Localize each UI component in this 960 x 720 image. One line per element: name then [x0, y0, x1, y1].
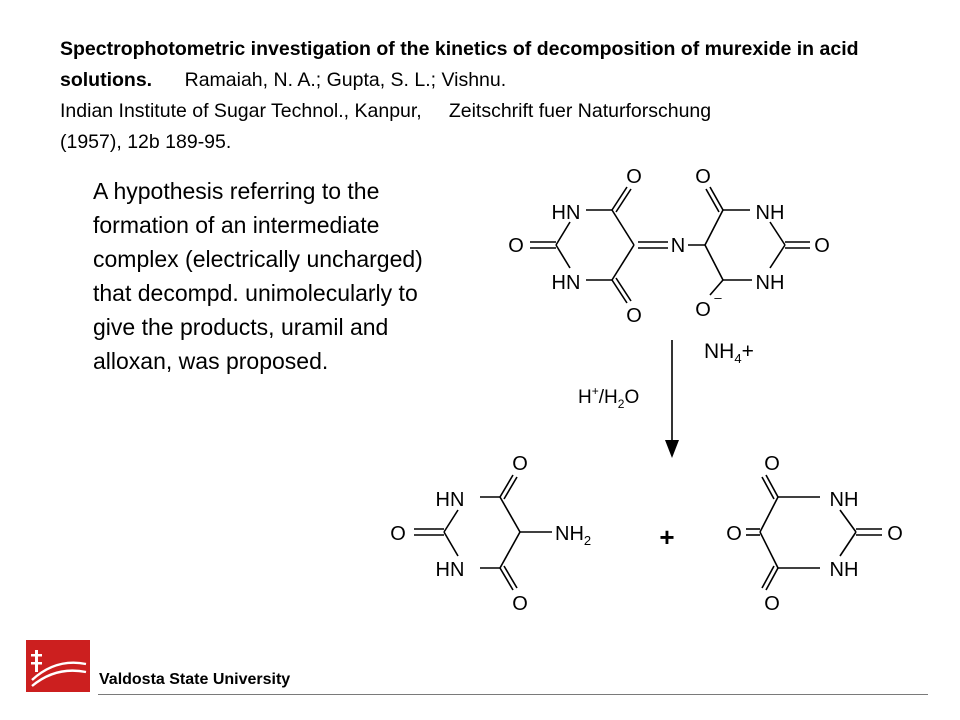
- alloxan-o-top: O: [764, 453, 780, 475]
- alloxan-o-right: O: [887, 523, 903, 545]
- murexide-o-right: O: [814, 235, 830, 257]
- footer-university: Valdosta State University: [99, 671, 291, 688]
- murexide-hn-bottom: HN: [552, 272, 581, 294]
- murexide-o-anion: O: [695, 299, 711, 321]
- citation-title: Spectrophotometric investigation of the …: [60, 38, 859, 91]
- uramil-o-bottom: O: [512, 593, 528, 615]
- reagent-label: H+/H2O: [578, 384, 639, 411]
- murexide-hn-top: HN: [552, 202, 581, 224]
- alloxan-nh-bottom: NH: [830, 559, 859, 581]
- alloxan-o-left: O: [726, 523, 742, 545]
- citation-authors: Ramaiah, N. A.; Gupta, S. L.; Vishnu.: [184, 69, 507, 91]
- footer-divider: [98, 694, 928, 695]
- uramil-o-left: O: [390, 523, 406, 545]
- citation-affiliation: Indian Institute of Sugar Technol., Kanp…: [60, 100, 422, 122]
- citation-journal: Zeitschrift fuer Naturforschung: [448, 100, 712, 122]
- university-logo: [26, 640, 90, 692]
- scheme-bonds: [414, 186, 882, 591]
- alloxan-o-bottom: O: [764, 593, 780, 615]
- uramil-amine: NH2: [555, 523, 591, 548]
- murexide-nh-bottom: NH: [756, 272, 785, 294]
- murexide-nh-top: NH: [756, 202, 785, 224]
- murexide-o-top-right: O: [695, 166, 711, 188]
- uramil-hn-bottom: HN: [436, 559, 465, 581]
- murexide-o-bottom-left: O: [626, 305, 642, 327]
- uramil-o-top: O: [512, 453, 528, 475]
- murexide-n-bridge: N: [671, 235, 685, 257]
- plus-sign: +: [659, 522, 674, 552]
- murexide-o-top-left: O: [626, 166, 642, 188]
- ammonium-counterion: NH4+: [704, 340, 754, 366]
- citation-year-pages: (1957), 12b 189-95.: [60, 131, 232, 153]
- alloxan-nh-top: NH: [830, 489, 859, 511]
- negative-charge: –: [714, 290, 722, 305]
- hypothesis-text: A hypothesis referring to the formation …: [93, 178, 423, 374]
- uramil-hn-top: HN: [436, 489, 465, 511]
- murexide-o-left: O: [508, 235, 524, 257]
- arrow-head: [665, 440, 679, 458]
- citation: Spectrophotometric investigation of the …: [60, 34, 920, 158]
